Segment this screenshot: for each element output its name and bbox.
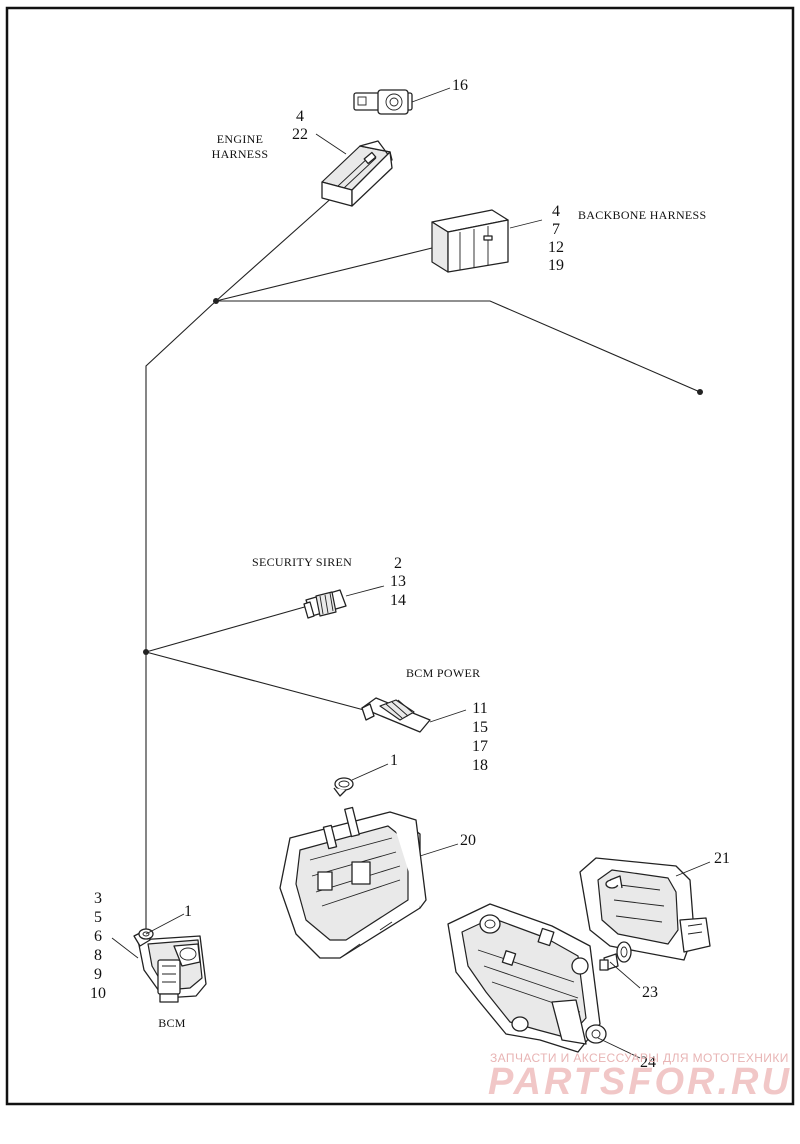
- engine-harness-connector: [321, 140, 393, 207]
- callout-bcm-5: 5: [94, 909, 102, 926]
- callout-power-18: 18: [472, 757, 488, 774]
- bcm-power-label: BCM POWER: [406, 666, 480, 680]
- callout-24: 24: [640, 1054, 656, 1071]
- callout-bcm-10: 10: [90, 985, 106, 1002]
- backbone-harness-label: BACKBONE HARNESS: [578, 208, 707, 222]
- callout-bcm-6: 6: [94, 928, 102, 945]
- callout-backbone-12: 12: [548, 239, 564, 256]
- callout-bcm-9: 9: [94, 966, 102, 983]
- bcm-mounting-bracket: [279, 806, 427, 959]
- backbone-harness-connector: [431, 209, 509, 273]
- wiring-harness: [143, 194, 703, 930]
- callout-siren-13: 13: [390, 573, 406, 590]
- callout-16: 16: [452, 77, 468, 94]
- diagram-frame: [5, 6, 795, 1106]
- bcm-clip-part: [138, 928, 154, 940]
- engine-harness-label: ENGINE: [217, 132, 263, 146]
- watermark-logo: PARTSFOR.RU: [488, 1061, 792, 1103]
- callout-power-11: 11: [472, 700, 487, 717]
- callout-bcm-8: 8: [94, 947, 102, 964]
- bcm-module: [133, 929, 207, 1003]
- callout-siren-2: 2: [394, 555, 402, 572]
- callout-20: 20: [460, 832, 476, 849]
- screw-washer-part: [599, 941, 632, 971]
- watermark-tagline: ЗАПЧАСТИ И АКСЕССУАРЫ ДЛЯ МОТОТЕХНИКИ: [490, 1051, 789, 1065]
- leader-lines: [111, 87, 711, 1059]
- bcm-cover-part: [579, 857, 711, 961]
- bcm-label: BCM: [158, 1016, 186, 1030]
- fuse-holder-part: [353, 89, 413, 115]
- callout-clip-1: 1: [390, 752, 398, 769]
- lower-mounting-bracket: [447, 903, 607, 1053]
- callout-bcm-clip-1: 1: [184, 903, 192, 920]
- callout-engine-4: 4: [296, 108, 304, 125]
- callout-bcm-3: 3: [94, 890, 102, 907]
- callout-backbone-19: 19: [548, 257, 564, 274]
- callout-power-15: 15: [472, 719, 488, 736]
- callout-engine-22: 22: [292, 126, 308, 143]
- callout-backbone-4: 4: [552, 203, 560, 220]
- bcm-power-connector: [361, 697, 431, 733]
- harness-clip-part: [333, 777, 354, 797]
- engine-harness-label-line2: HARNESS: [212, 147, 269, 161]
- callout-23: 23: [642, 984, 658, 1001]
- security-siren-label: SECURITY SIREN: [252, 555, 352, 569]
- callout-backbone-7: 7: [552, 221, 560, 238]
- callout-siren-14: 14: [390, 592, 406, 609]
- callout-21: 21: [714, 850, 730, 867]
- callout-power-17: 17: [472, 738, 488, 755]
- security-siren-connector: [303, 589, 347, 619]
